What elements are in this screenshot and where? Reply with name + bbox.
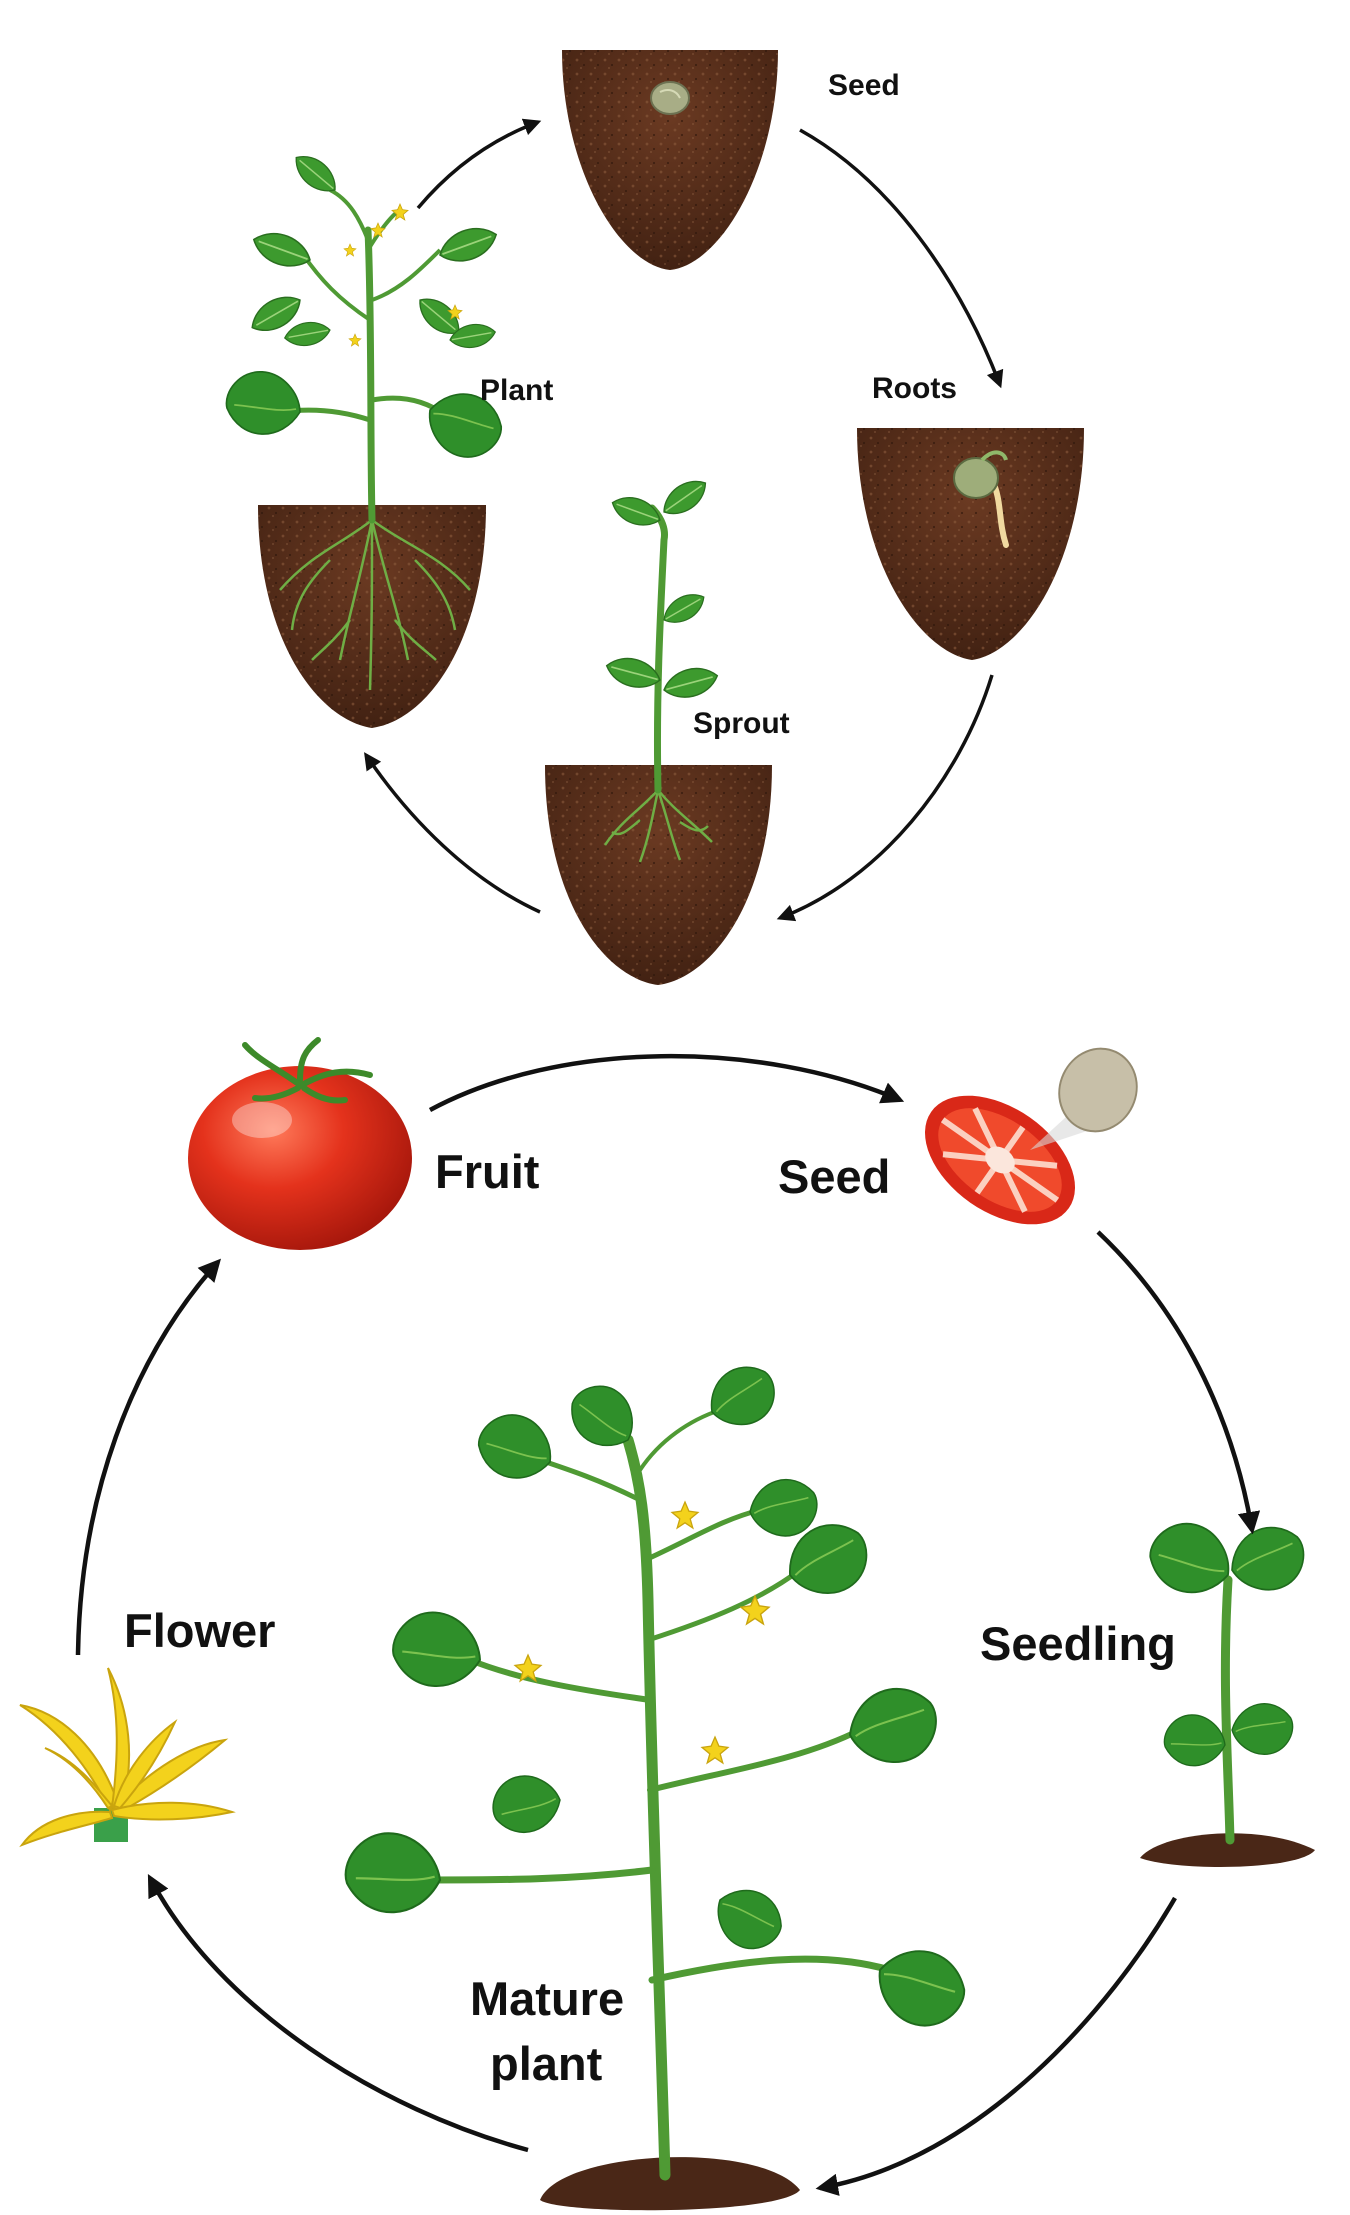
label-seed-top: Seed xyxy=(828,69,900,102)
arrow-seedling-to-mature xyxy=(815,1896,1177,2196)
arrow-roots-to-sprout xyxy=(776,674,994,922)
seed-icon xyxy=(1058,1047,1138,1133)
top-cycle-arrows xyxy=(364,118,1004,922)
arrow-flower-to-fruit xyxy=(75,1258,222,1656)
tomato-icon xyxy=(188,1037,412,1250)
label-seedling: Seedling xyxy=(980,1617,1176,1670)
arrow-sprout-to-plant xyxy=(364,752,541,914)
sprout-stage xyxy=(545,472,772,985)
sprout-roots-icon xyxy=(603,789,713,863)
label-mature-line2: plant xyxy=(490,2037,603,2090)
bottom-cycle: Fruit Seed Seedling xyxy=(19,1037,1315,2211)
arrow-mature-to-flower xyxy=(147,1874,529,2153)
mature-plant-icon xyxy=(341,1354,976,2211)
arrow-seed-to-seedling xyxy=(1096,1230,1261,1535)
seedling-icon xyxy=(1140,1512,1315,1868)
label-mature-line1: Mature xyxy=(470,1972,624,2025)
label-fruit: Fruit xyxy=(435,1145,540,1198)
roots-stage xyxy=(857,428,1084,660)
arrow-seed-to-roots xyxy=(799,128,1004,389)
flower-icon xyxy=(19,1667,236,1848)
label-sprout: Sprout xyxy=(693,707,790,740)
sprout-plant-icon xyxy=(602,472,722,794)
seed-icon xyxy=(650,81,690,115)
plant-stage xyxy=(220,147,511,728)
top-cycle: Seed Roots xyxy=(220,50,1084,985)
sprouting-seed-icon xyxy=(953,457,999,499)
label-roots: Roots xyxy=(872,372,957,405)
label-flower: Flower xyxy=(124,1604,275,1657)
tomato-slice-icon xyxy=(925,1095,1120,1225)
plant-icon xyxy=(220,147,511,524)
arrow-fruit-to-seed xyxy=(428,1053,905,1112)
label-seed-bottom: Seed xyxy=(778,1150,890,1203)
plant-roots-icon xyxy=(279,519,471,691)
arrow-plant-to-seed xyxy=(416,118,542,210)
seed-stage xyxy=(562,50,778,270)
bottom-cycle-arrows xyxy=(75,1053,1261,2196)
label-plant: Plant xyxy=(480,374,553,407)
